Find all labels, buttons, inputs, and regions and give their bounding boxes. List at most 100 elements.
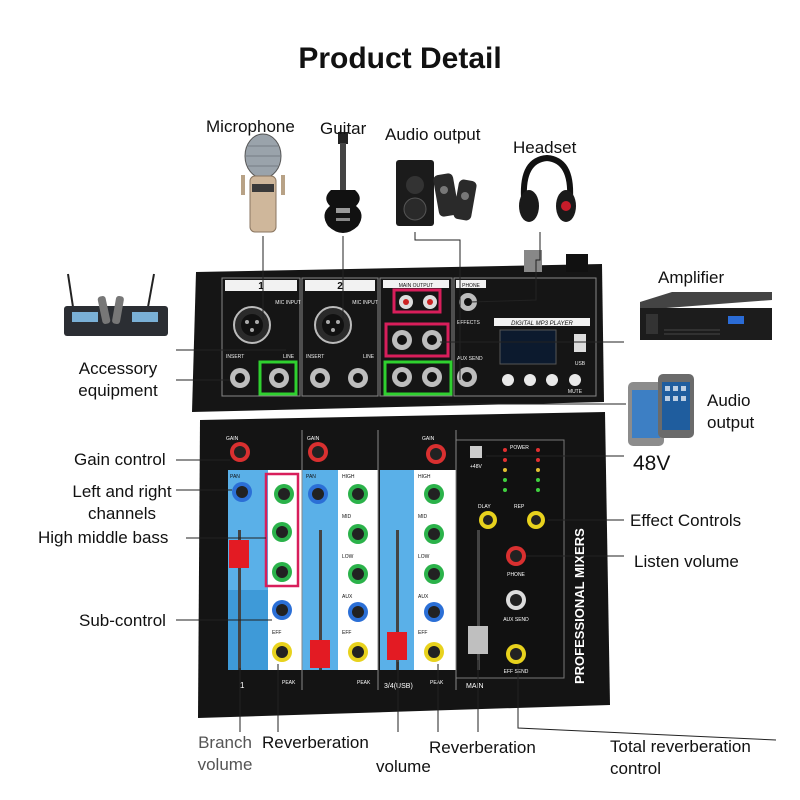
aux-label: AUX	[342, 594, 353, 600]
page-title: Product Detail	[298, 42, 502, 75]
gain-knob-1[interactable]	[230, 442, 250, 462]
reverberation-label-1: Reverberation	[262, 733, 369, 752]
wireless-receiver-icon	[64, 273, 168, 336]
callout-lines	[176, 232, 777, 741]
eff-label: EFF	[272, 630, 281, 636]
gain-knob-3[interactable]	[426, 444, 446, 464]
pan-knob-1[interactable]	[232, 482, 252, 502]
eff-knob[interactable]	[272, 642, 292, 662]
mic-input-label: MIC INPUT	[275, 300, 301, 306]
aux-knob[interactable]	[348, 602, 368, 622]
repeat-knob[interactable]	[527, 511, 545, 529]
eq-knob[interactable]	[348, 484, 368, 504]
aux-knob[interactable]	[272, 600, 292, 620]
next-button[interactable]	[546, 374, 558, 386]
fader-ch2[interactable]	[310, 530, 330, 670]
aux-send-knob[interactable]	[506, 590, 526, 610]
eq-knob[interactable]	[424, 484, 444, 504]
pan-knob-2[interactable]	[308, 484, 328, 504]
eff-send-label: EFF SEND	[504, 669, 529, 675]
peak-label: PEAK	[430, 680, 444, 686]
effects-label: EFFECTS	[457, 320, 480, 326]
gain-knob-2[interactable]	[308, 442, 328, 462]
fader-main[interactable]	[468, 530, 488, 670]
delay-knob[interactable]	[479, 511, 497, 529]
audio-output-right-label: Audio output	[707, 391, 755, 432]
eq-knob[interactable]	[272, 562, 292, 582]
xlr-input-1[interactable]	[233, 306, 271, 344]
mid-label: MID	[342, 514, 352, 520]
mute-button[interactable]	[569, 374, 581, 386]
total-reverberation-label: Total reverberation control	[610, 737, 751, 778]
eq-knob[interactable]	[272, 522, 292, 542]
low-label: LOW	[342, 554, 354, 560]
channel-1-label: 1	[258, 281, 264, 292]
phantom-power-label: 48V	[633, 452, 671, 475]
insert-label: INSERT	[306, 354, 324, 360]
headset-icon	[519, 154, 576, 222]
effects-highlight	[384, 322, 450, 358]
gain-label: GAIN	[307, 436, 320, 442]
aux-highlight	[383, 360, 453, 396]
mute-label: MUTE	[568, 389, 583, 395]
phantom-power-button[interactable]	[470, 446, 482, 458]
eff-send-knob[interactable]	[506, 644, 526, 664]
fader-ch34[interactable]	[387, 530, 407, 670]
prev-button[interactable]	[502, 374, 514, 386]
play-pause-button[interactable]	[524, 374, 536, 386]
high-label: HIGH	[418, 474, 431, 480]
peak-label: PEAK	[357, 680, 371, 686]
speaker-icon	[396, 160, 477, 226]
brand-label: PROFESSIONAL MIXERS	[572, 528, 587, 684]
insert-jack-1[interactable]	[230, 368, 250, 388]
eq-knob[interactable]	[424, 564, 444, 584]
insert-jack-2[interactable]	[310, 368, 330, 388]
left-right-label: Left and right channels	[72, 482, 172, 523]
phone-jack[interactable]	[459, 293, 477, 311]
aux-knob[interactable]	[424, 602, 444, 622]
pan-label: PAN	[306, 474, 316, 480]
reverberation-label-2: Reverberation	[429, 738, 536, 757]
repeat-label: REP	[514, 504, 525, 510]
aux-send-label: AUX SEND	[457, 356, 483, 362]
channel-2-label: 2	[337, 281, 343, 292]
microphone-icon	[241, 133, 285, 233]
effect-controls-label: Effect Controls	[630, 511, 742, 530]
amplifier-icon	[640, 292, 772, 340]
line-jack-2[interactable]	[348, 368, 368, 388]
gain-label: GAIN	[226, 436, 239, 442]
audio-output-top-label: Audio output	[385, 125, 481, 144]
guitar-icon	[324, 132, 362, 233]
mixer-top-panel: 1 2 MAIN OUTPUT PHONE MIC INPUT MIC INPU…	[192, 250, 604, 412]
fader-ch1-label: 1	[240, 681, 245, 690]
gain-control-label: Gain control	[74, 450, 166, 469]
effects-jacks[interactable]	[392, 330, 442, 350]
eq-knob[interactable]	[424, 524, 444, 544]
volume-label: volume	[376, 757, 431, 776]
main-output-rca[interactable]	[399, 295, 437, 309]
eq-knob[interactable]	[348, 564, 368, 584]
insert-label: INSERT	[226, 354, 244, 360]
eff-knob[interactable]	[424, 642, 444, 662]
fader-ch1[interactable]	[229, 530, 249, 670]
delay-label: DLAY	[478, 504, 491, 510]
power-label: POWER	[510, 445, 529, 451]
sub-control-label: Sub-control	[79, 611, 166, 630]
eff-label: EFF	[342, 630, 351, 636]
xlr-input-2[interactable]	[314, 306, 352, 344]
line-label: LINE	[363, 354, 375, 360]
microphone-label: Microphone	[206, 117, 295, 136]
plus48v-label: +48V	[470, 464, 482, 470]
eff-knob[interactable]	[348, 642, 368, 662]
eq-knob[interactable]	[274, 484, 294, 504]
phone-volume-knob[interactable]	[506, 546, 526, 566]
aux-output-jacks[interactable]	[392, 367, 477, 387]
eff-label: EFF	[418, 630, 427, 636]
smartphone-icon	[628, 374, 694, 446]
line-jack-1[interactable]	[269, 368, 289, 388]
line-label: LINE	[283, 354, 295, 360]
headset-label: Headset	[513, 138, 577, 157]
amplifier-label: Amplifier	[658, 268, 725, 287]
mp3-player: DIGITAL MP3 PLAYER USB MUTE	[494, 318, 590, 395]
eq-knob[interactable]	[348, 524, 368, 544]
